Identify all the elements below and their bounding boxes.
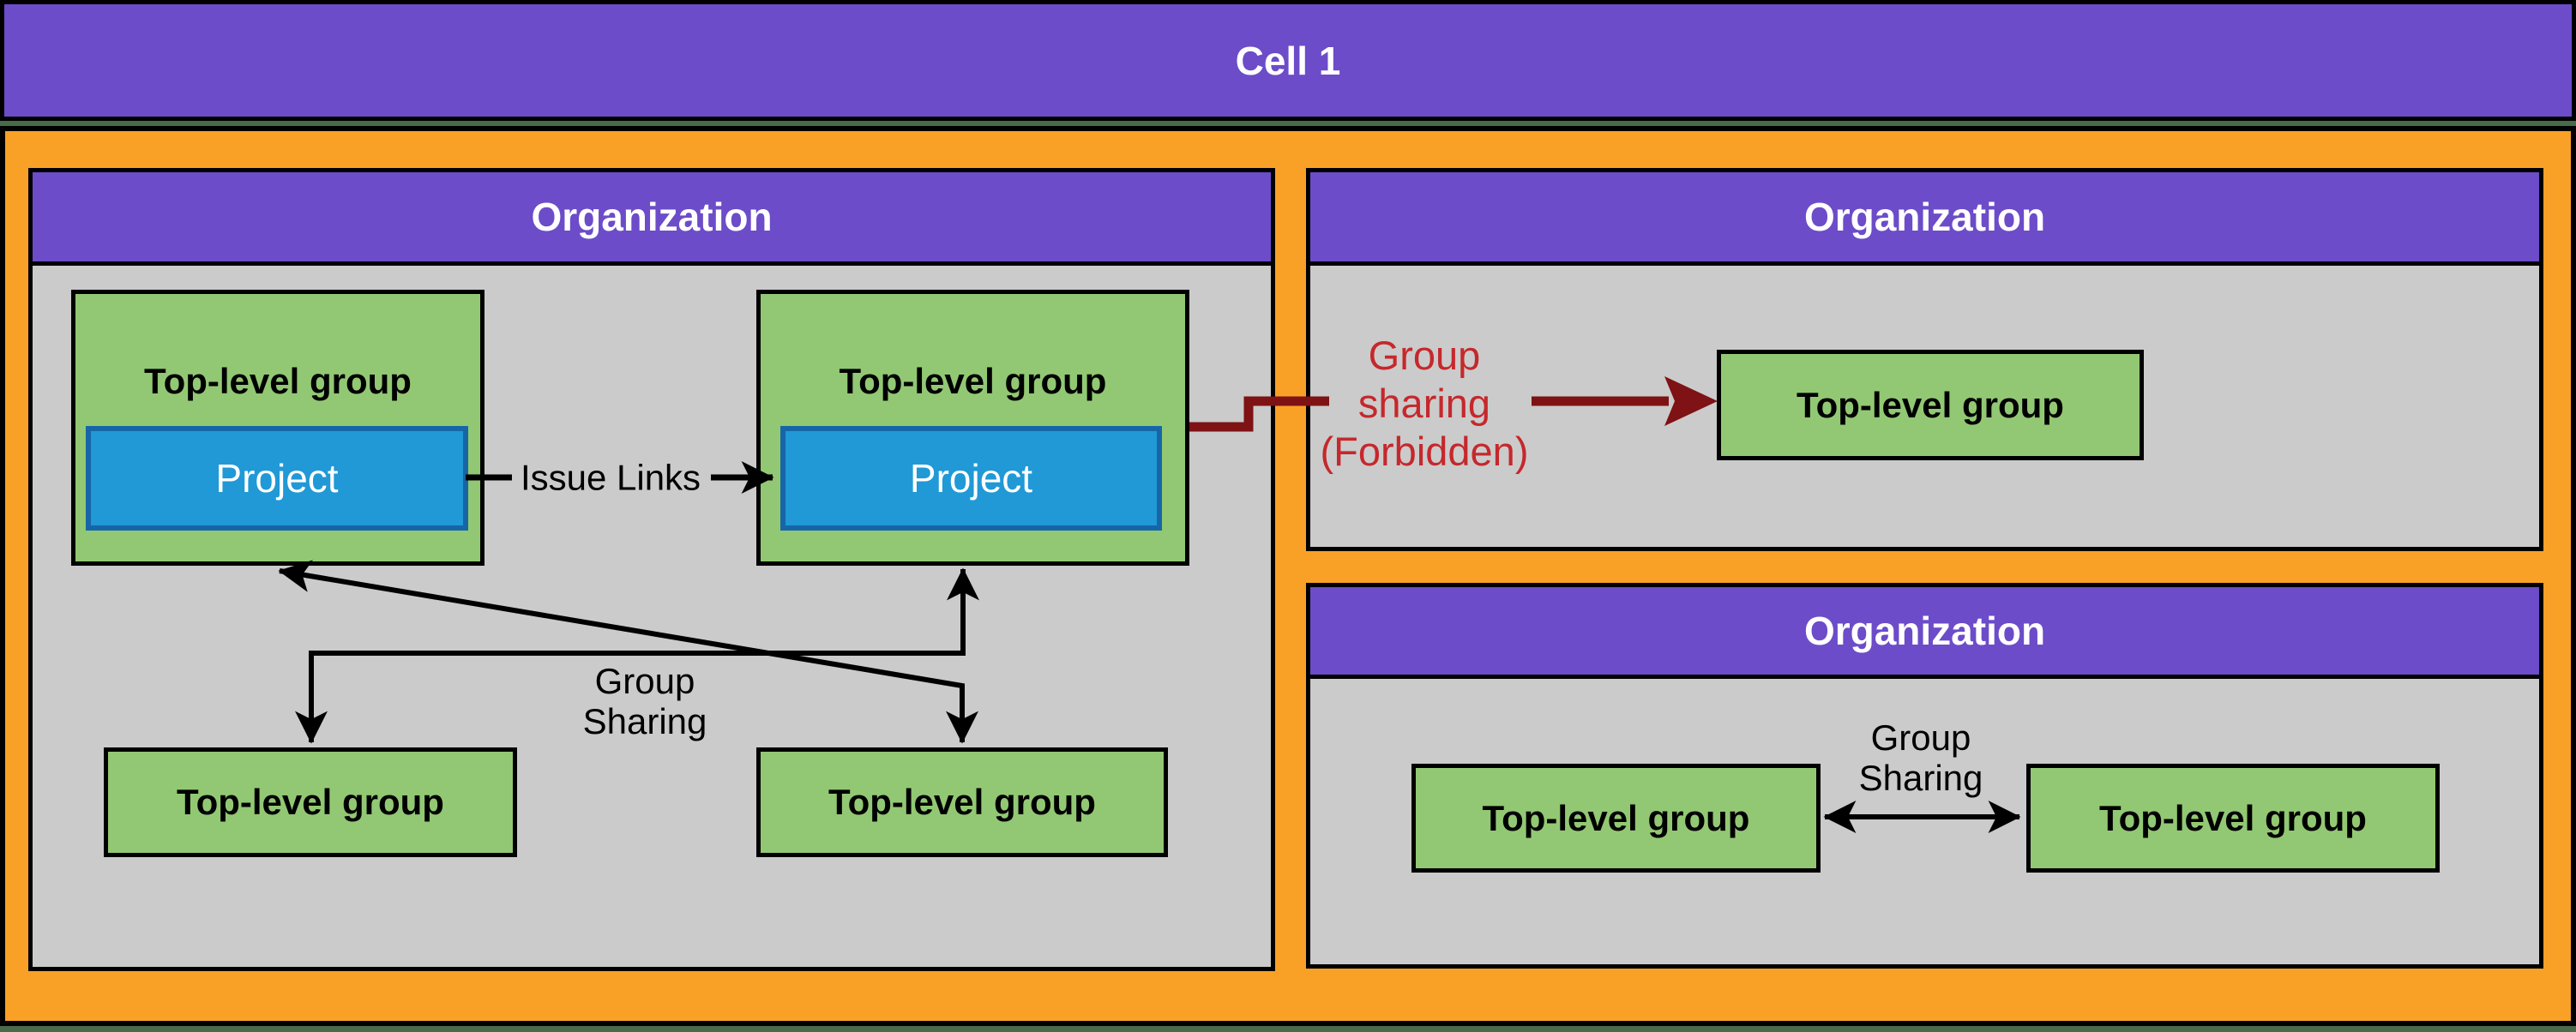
group-sharing-label-left-line2: Sharing — [582, 701, 707, 741]
group-sharing-label-bottom-right-org: Group Sharing — [1859, 717, 1983, 798]
project-2: Project — [780, 426, 1162, 531]
organization-bottom-right-title: Organization — [1803, 609, 2046, 653]
cell-title: Cell 1 — [1235, 38, 1341, 83]
organization-left-header: Organization — [33, 172, 1271, 266]
organization-left-title: Organization — [531, 195, 773, 239]
project-1-label: Project — [215, 456, 339, 501]
group-sharing-label-br-line2: Sharing — [1858, 758, 1983, 798]
group-sharing-forbidden-label: Group sharing (Forbidden) — [1321, 332, 1529, 476]
top-level-group-top-right-org-label: Top-level group — [1797, 384, 2064, 425]
organization-top-right-header: Organization — [1310, 172, 2539, 266]
forbidden-label-line3: (Forbidden) — [1320, 429, 1529, 474]
top-level-group-top-right-org: Top-level group — [1717, 350, 2144, 460]
organization-bottom-right-header: Organization — [1310, 587, 2539, 679]
top-level-group-bottom-right-org-right: Top-level group — [2026, 764, 2440, 873]
top-level-group-bottom-left-label: Top-level group — [177, 782, 444, 822]
forbidden-label-line2: sharing — [1357, 381, 1491, 426]
top-level-group-bottom-right: Top-level group — [756, 747, 1168, 857]
top-level-group-bottom-right-org-left: Top-level group — [1411, 764, 1821, 873]
forbidden-label-line1: Group — [1368, 333, 1481, 378]
top-level-group-bottom-right-org-right-label: Top-level group — [2099, 797, 2367, 838]
organization-top-right-title: Organization — [1803, 195, 2046, 239]
group-sharing-label-left-line1: Group — [594, 661, 695, 701]
group-sharing-label-left-org: Group Sharing — [583, 661, 707, 741]
top-level-group-1-label: Top-level group — [144, 361, 412, 401]
cell-banner: Cell 1 — [0, 0, 2576, 121]
top-level-group-bottom-right-org-left-label: Top-level group — [1482, 797, 1750, 838]
top-level-group-bottom-left: Top-level group — [104, 747, 517, 857]
group-sharing-label-br-line1: Group — [1870, 717, 1971, 758]
project-2-label: Project — [909, 456, 1033, 501]
project-1: Project — [86, 426, 468, 531]
issue-links-label: Issue Links — [520, 457, 701, 498]
top-level-group-2-label: Top-level group — [839, 361, 1107, 401]
top-level-group-bottom-right-label: Top-level group — [828, 782, 1096, 822]
